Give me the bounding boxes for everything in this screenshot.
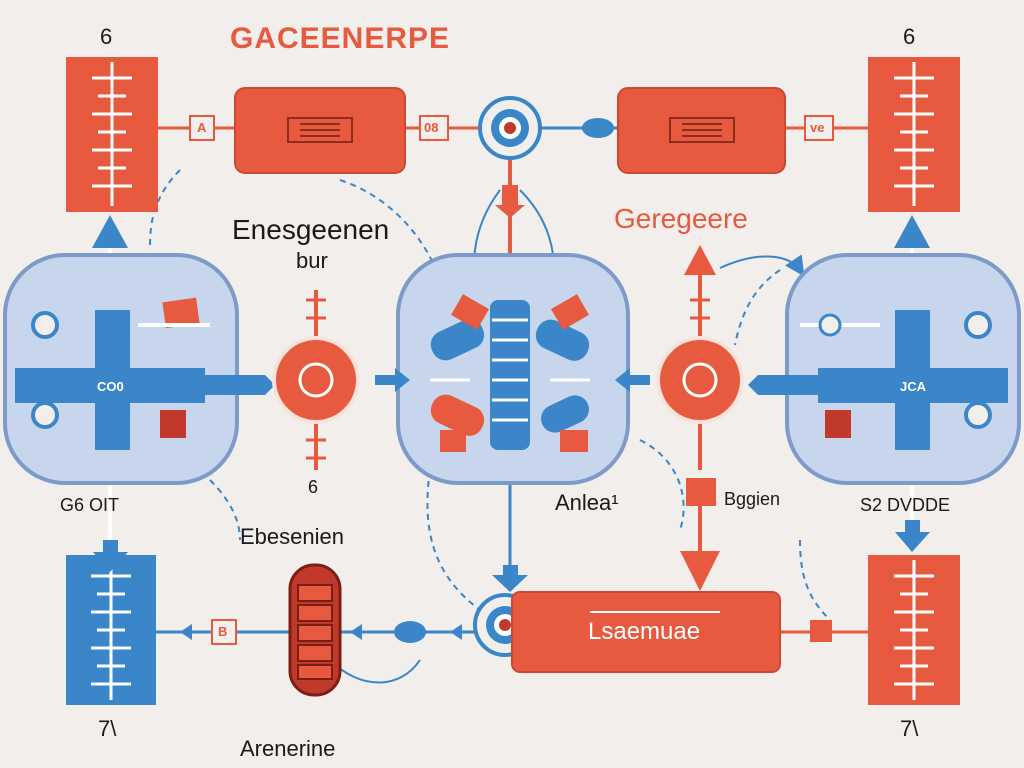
down-arrow-left (93, 540, 128, 572)
result-block (511, 591, 781, 673)
bottom-left-ladder (66, 555, 156, 705)
arrow-into-reactor-left (375, 368, 410, 392)
down-arrow-center (492, 565, 528, 592)
connector-label-mid: 08 (424, 120, 439, 135)
left-panel (3, 253, 275, 485)
center-caption: Anlea¹ (555, 490, 619, 515)
connector-box-mid (419, 115, 449, 141)
small-box-bottom (211, 619, 237, 645)
up-arrow-red (684, 245, 716, 275)
down-arrow-red (495, 185, 525, 218)
corner-label-top-right: 6 (903, 24, 916, 49)
left-heading-line1: Enesgeenen (232, 214, 390, 245)
bottom-blue-bead (394, 621, 426, 643)
top-blue-bead (582, 118, 614, 138)
bottom-right-connector (810, 620, 832, 642)
right-node-code: JCA (900, 379, 927, 394)
right-junction-box (686, 478, 716, 506)
corner-label-bottom-left: 7\ (98, 716, 117, 741)
result-box-label: Lsaemuae (588, 618, 701, 645)
right-caption-b: S2 DVDDE (860, 495, 951, 515)
right-target-node (656, 298, 744, 424)
top-eye-node (478, 96, 542, 160)
arrow-into-reactor-right (615, 368, 650, 392)
down-arrow-right (895, 520, 930, 552)
bottom-right-ladder (868, 555, 960, 705)
right-panel (748, 253, 1021, 485)
connector-label-bottom: B (218, 624, 228, 639)
top-right-block (617, 87, 786, 174)
small-digit-label: 6 (308, 477, 319, 497)
left-heading-line2: bur (296, 248, 328, 273)
left-caption: Ebesenien (240, 524, 344, 549)
corner-label-bottom-right: 7\ (900, 716, 919, 741)
diagram-title: GACEENERPE (230, 22, 451, 55)
bottom-caption: Arenerine (240, 736, 336, 761)
left-panel-bottom-label: G6 OIT (60, 495, 120, 515)
left-target-node (272, 298, 360, 460)
corner-label-top-left: 6 (100, 24, 113, 49)
capsule-arrow (350, 624, 362, 640)
top-right-ladder (868, 57, 960, 212)
top-left-ladder (66, 57, 158, 212)
connector-box-left (189, 115, 215, 141)
bottom-left-arrow (180, 624, 192, 640)
right-heading: Geregeere (614, 203, 748, 234)
up-arrow-left (92, 215, 128, 248)
up-arrow-right (894, 215, 930, 248)
right-caption-a: Bggien (724, 489, 781, 509)
connector-label-left: A (197, 120, 207, 135)
center-reactor (396, 253, 630, 485)
connector-box-right (804, 115, 834, 141)
connector-label-right: ve (810, 120, 825, 135)
red-capsule (288, 563, 342, 697)
top-left-block (234, 87, 406, 174)
left-node-code: CO0 (97, 379, 124, 394)
bead-arrow (450, 624, 462, 640)
